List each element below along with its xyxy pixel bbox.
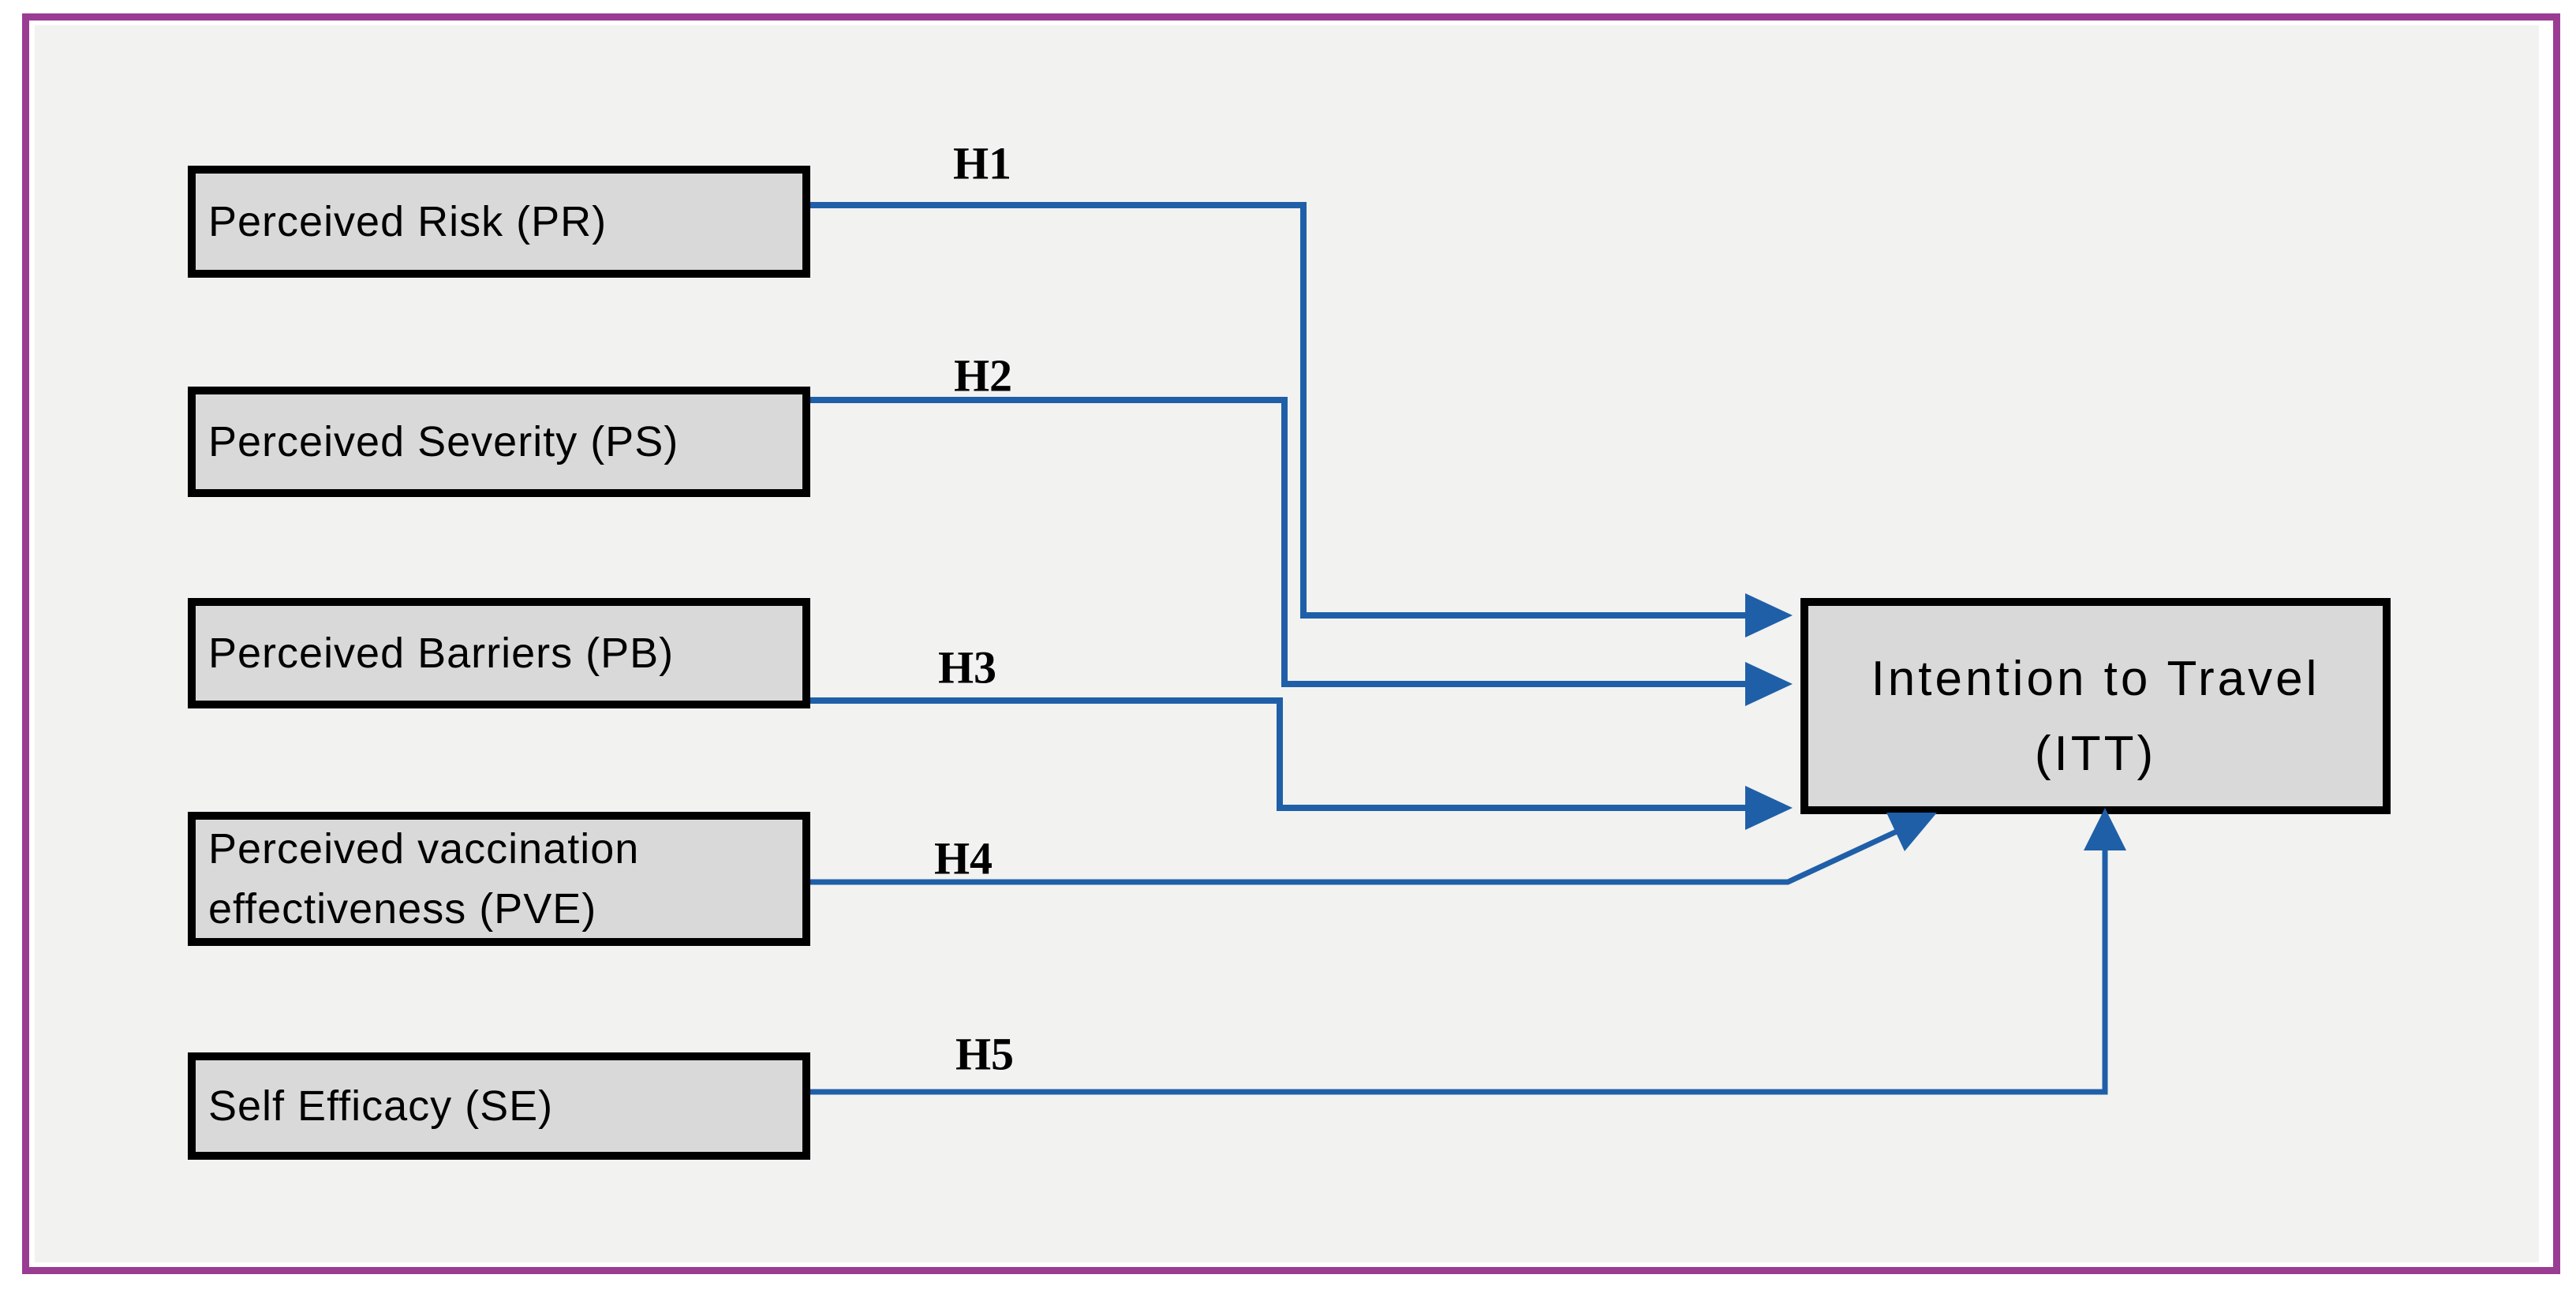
node-self-efficacy-label: Self Efficacy (SE) (208, 1082, 554, 1130)
node-itt-label-line1: Intention to Travel (1871, 652, 2320, 706)
node-intention-to-travel: Intention to Travel (ITT) (1800, 598, 2391, 814)
node-pve-label-line1: Perceived vaccination (208, 825, 640, 873)
node-self-efficacy: Self Efficacy (SE) (188, 1052, 810, 1160)
connector-h2 (810, 397, 1748, 687)
edge-label-h5: H5 (955, 1028, 1015, 1080)
arrowhead-h4-icon (1886, 813, 1937, 851)
node-perceived-barriers-label: Perceived Barriers (PB) (208, 630, 675, 677)
connector-h1 (810, 202, 1748, 619)
arrowhead-h2-icon (1745, 662, 1793, 706)
connector-h3 (810, 697, 1748, 811)
edge-label-h4: H4 (933, 832, 993, 884)
node-itt-label-line2: (ITT) (2034, 727, 2157, 781)
edge-label-h1: H1 (952, 137, 1012, 189)
arrowhead-h1-icon (1745, 593, 1793, 637)
arrowhead-h3-icon (1745, 786, 1793, 830)
node-perceived-barriers: Perceived Barriers (PB) (188, 598, 810, 708)
node-perceived-vaccination-effectiveness: Perceived vaccination effectiveness (PVE… (188, 812, 810, 946)
node-perceived-severity: Perceived Severity (PS) (188, 387, 810, 497)
node-perceived-risk-label: Perceived Risk (PR) (208, 198, 608, 245)
connector-h5 (810, 850, 2108, 1095)
node-perceived-risk: Perceived Risk (PR) (188, 166, 810, 278)
arrowhead-h5-icon (2084, 808, 2126, 850)
node-pve-label-line2: effectiveness (PVE) (208, 885, 597, 933)
edge-label-h3: H3 (937, 641, 997, 693)
edge-label-h2: H2 (953, 349, 1013, 402)
node-perceived-severity-label: Perceived Severity (PS) (208, 418, 679, 465)
connector-h4 (810, 828, 1900, 885)
